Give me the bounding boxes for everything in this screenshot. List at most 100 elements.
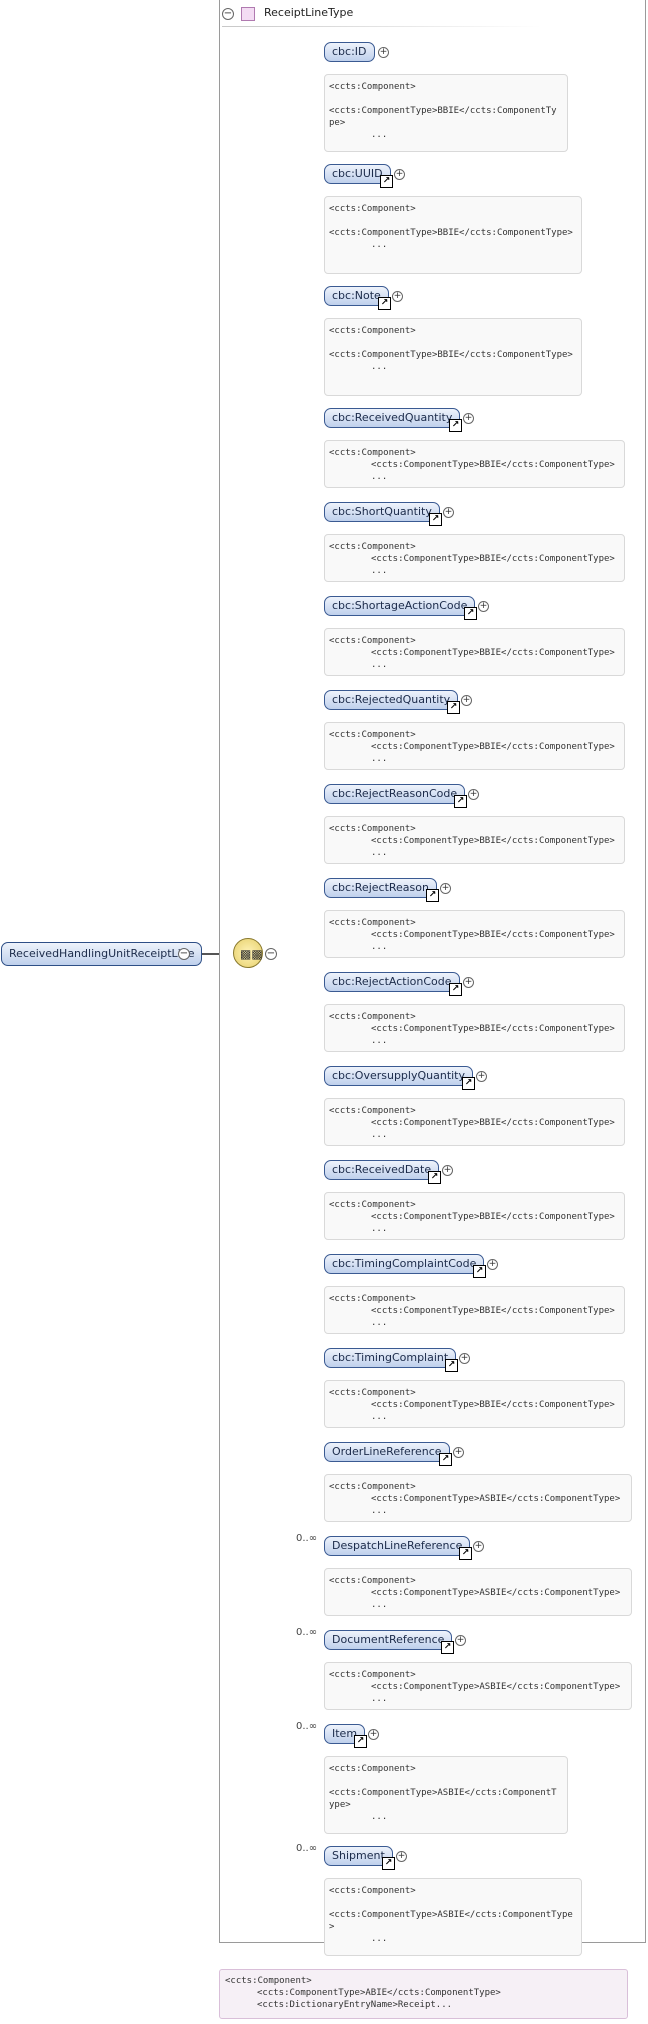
expand-icon[interactable]: + [455, 1635, 466, 1646]
expand-icon[interactable]: + [392, 291, 403, 302]
element-node[interactable]: cbc:ShortageActionCode [324, 596, 476, 616]
element-node[interactable]: DocumentReference [324, 1630, 453, 1650]
annotation-component-type: <ccts:ComponentType>BBIE</ccts:Component… [371, 1024, 615, 1034]
annotation-line1: <ccts:Component> [329, 542, 416, 552]
expand-icon[interactable]: + [461, 695, 472, 706]
element-node[interactable]: cbc:ReceivedQuantity [324, 408, 461, 428]
annotation-box: <ccts:Component><ccts:ComponentType>ASBI… [324, 1568, 632, 1616]
annotation-ellipsis: ... [371, 130, 388, 140]
reference-arrow-icon: ↗ [426, 889, 439, 902]
collapse-icon[interactable]: − [222, 8, 234, 20]
expand-icon[interactable]: + [459, 1353, 470, 1364]
annotation-component-type: <ccts:ComponentType>BBIE</ccts:Component… [371, 648, 615, 658]
annotation-component-type: <ccts:ComponentType>BBIE</ccts:Component… [329, 106, 557, 128]
element-node[interactable]: cbc:OversupplyQuantity [324, 1066, 474, 1086]
reference-arrow-icon: ↗ [459, 1547, 472, 1560]
annotation-box: <ccts:Component><ccts:ComponentType>BBIE… [324, 1098, 625, 1146]
expand-icon[interactable]: + [378, 47, 389, 58]
annotation-ellipsis: ... [371, 1600, 388, 1610]
element-node[interactable]: cbc:ShortQuantity [324, 502, 440, 522]
annotation-line1: <ccts:Component> [329, 1012, 416, 1022]
annotation-ellipsis: ... [371, 1412, 388, 1422]
expand-icon[interactable]: + [468, 789, 479, 800]
annotation-box: <ccts:Component><ccts:ComponentType>BBIE… [324, 440, 625, 488]
expand-icon[interactable]: + [473, 1541, 484, 1552]
annotation-line1: <ccts:Component> [329, 1200, 416, 1210]
reference-arrow-icon: ↗ [380, 175, 393, 188]
annotation-component-type: <ccts:ComponentType>BBIE</ccts:Component… [371, 742, 615, 752]
annotation-line1: <ccts:Component> [329, 326, 416, 336]
reference-arrow-icon: ↗ [382, 1857, 395, 1870]
annotation-box: <ccts:Component><ccts:ComponentType>BBIE… [324, 196, 582, 274]
type-annotation: <ccts:Component> <ccts:ComponentType>ABI… [219, 1969, 628, 2019]
annotation-box: <ccts:Component><ccts:ComponentType>BBIE… [324, 1192, 625, 1240]
element-node[interactable]: cbc:Note [324, 286, 389, 306]
annotation-ellipsis: ... [371, 942, 388, 952]
element-node[interactable]: DespatchLineReference [324, 1536, 471, 1556]
element-node[interactable]: cbc:TimingComplaint [324, 1348, 457, 1368]
annotation-component-type: <ccts:ComponentType>BBIE</ccts:Component… [371, 1306, 615, 1316]
element-node[interactable]: cbc:UUID [324, 164, 391, 184]
annotation-box: <ccts:Component><ccts:ComponentType>ASBI… [324, 1662, 632, 1710]
reference-arrow-icon: ↗ [441, 1641, 454, 1654]
annotation-box: <ccts:Component><ccts:ComponentType>BBIE… [324, 318, 582, 396]
reference-arrow-icon: ↗ [473, 1265, 486, 1278]
annotation-ellipsis: ... [371, 660, 388, 670]
element-node[interactable]: cbc:TimingComplaintCode [324, 1254, 485, 1274]
root-collapse-icon[interactable]: − [178, 948, 190, 960]
expand-icon[interactable]: + [476, 1071, 487, 1082]
expand-icon[interactable]: + [443, 507, 454, 518]
expand-icon[interactable]: + [453, 1447, 464, 1458]
element-node[interactable]: cbc:ID [324, 42, 375, 62]
annotation-ellipsis: ... [371, 566, 388, 576]
annotation-line1: <ccts:Component> [329, 1886, 416, 1896]
expand-icon[interactable]: + [478, 601, 489, 612]
expand-icon[interactable]: + [394, 169, 405, 180]
reference-arrow-icon: ↗ [449, 419, 462, 432]
type-annotation-line3: <ccts:DictionaryEntryName>Receipt... [257, 2000, 453, 2010]
annotation-line1: <ccts:Component> [329, 1388, 416, 1398]
annotation-box: <ccts:Component> <ccts:ComponentType>BBIE… [324, 1380, 625, 1428]
annotation-line1: <ccts:Component> [329, 918, 416, 928]
annotation-box: <ccts:Component><ccts:ComponentType>ASBI… [324, 1474, 632, 1522]
occurrence-label: 0..∞ [296, 1843, 318, 1854]
annotation-box: <ccts:Component><ccts:ComponentType>ASBI… [324, 1756, 568, 1834]
expand-icon[interactable]: + [463, 977, 474, 988]
sequence-compositor-icon[interactable]: ▩▩ [233, 938, 263, 968]
element-node[interactable]: cbc:RejectReasonCode [324, 784, 466, 804]
complex-type-icon [241, 7, 255, 21]
reference-arrow-icon: ↗ [454, 795, 467, 808]
annotation-component-type: <ccts:ComponentType>ASBIE</ccts:Componen… [371, 1494, 621, 1504]
annotation-ellipsis: ... [371, 848, 388, 858]
expand-icon[interactable]: + [463, 413, 474, 424]
element-node[interactable]: cbc:RejectActionCode [324, 972, 460, 992]
annotation-box: <ccts:Component> <ccts:ComponentType>BBIE… [324, 628, 625, 676]
expand-icon[interactable]: + [440, 883, 451, 894]
annotation-line1: <ccts:Component> [329, 1764, 416, 1774]
annotation-line1: <ccts:Component> [329, 730, 416, 740]
reference-arrow-icon: ↗ [378, 297, 391, 310]
element-node[interactable]: OrderLineReference [324, 1442, 450, 1462]
annotation-line1: <ccts:Component> [329, 1106, 416, 1116]
type-title: ReceiptLineType [264, 6, 354, 19]
expand-icon[interactable]: + [368, 1729, 379, 1740]
type-header: − ReceiptLineType [222, 4, 542, 27]
annotation-component-type: <ccts:ComponentType>BBIE</ccts:Component… [371, 1400, 615, 1410]
annotation-component-type: <ccts:ComponentType>BBIE</ccts:Component… [371, 836, 615, 846]
element-node[interactable]: cbc:RejectedQuantity [324, 690, 459, 710]
element-node[interactable]: Shipment [324, 1846, 393, 1866]
expand-icon[interactable]: + [442, 1165, 453, 1176]
element-node[interactable]: cbc:RejectReason [324, 878, 437, 898]
annotation-ellipsis: ... [371, 1036, 388, 1046]
sequence-collapse-icon[interactable]: − [265, 948, 277, 960]
annotation-line1: <ccts:Component> [329, 636, 416, 646]
expand-icon[interactable]: + [487, 1259, 498, 1270]
annotation-line1: <ccts:Component> [329, 448, 416, 458]
element-node[interactable]: cbc:ReceivedDate [324, 1160, 440, 1180]
root-element-node[interactable]: ReceivedHandlingUnitReceiptLine [1, 942, 203, 966]
reference-arrow-icon: ↗ [449, 983, 462, 996]
annotation-line1: <ccts:Component> [329, 1670, 416, 1680]
expand-icon[interactable]: + [396, 1851, 407, 1862]
reference-arrow-icon: ↗ [354, 1735, 367, 1748]
